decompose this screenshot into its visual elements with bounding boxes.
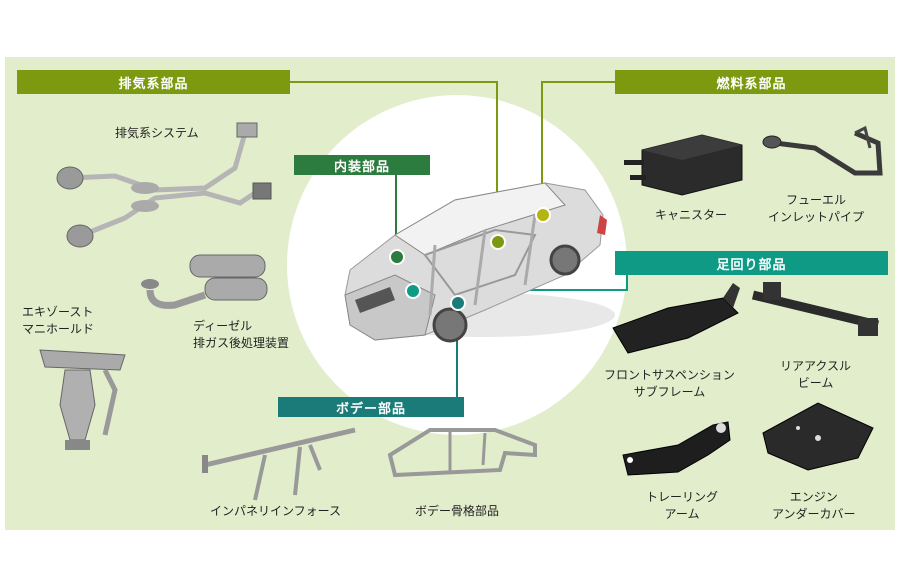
exhaust-category-header[interactable]: 排気系部品	[17, 70, 290, 94]
engine-under-cover-label-line2: アンダーカバー	[772, 507, 856, 521]
rear-axle-beam-label: リアアクスル ビーム	[780, 358, 851, 392]
rear-axle-beam-label-line2: ビーム	[797, 376, 834, 390]
car-illustration	[344, 182, 615, 343]
trailing-arm-label-line2: アーム	[664, 507, 700, 521]
engine-under-cover-label-line1: エンジン	[789, 490, 838, 504]
trailing-arm-label-line1: トレーリング	[646, 490, 719, 504]
body-dot[interactable]	[450, 295, 466, 311]
engine-under-cover-label: エンジン アンダーカバー	[772, 489, 856, 523]
exhaust-manifold-label-line2: マニホールド	[22, 322, 95, 336]
engine-under-cover-image	[762, 402, 874, 471]
exhaust-manifold-label: エキゾースト マニホールド	[22, 304, 94, 338]
diesel-aftertreatment-label-line1: ディーゼル	[193, 319, 253, 333]
fuel-dot[interactable]	[535, 207, 551, 223]
exhaust-dot[interactable]	[490, 234, 506, 250]
front-suspension-subframe-label-line2: サブフレーム	[633, 385, 706, 399]
instrument-panel-reinforcement-label: インパネリインフォース	[210, 504, 342, 518]
fuel-inlet-pipe-image	[762, 125, 883, 176]
exhaust-manifold-label-line1: エキゾースト	[22, 305, 94, 319]
chassis-dot[interactable]	[405, 283, 421, 299]
exhaust-system-label: 排気系システム	[115, 126, 199, 140]
front-suspension-subframe-image	[612, 283, 740, 354]
interior-category-header[interactable]: 内装部品	[294, 155, 430, 175]
fuel-inlet-pipe-label-line2: インレットパイプ	[768, 210, 865, 224]
trailing-arm-label: トレーリング アーム	[646, 489, 718, 523]
trailing-arm-image	[622, 421, 731, 476]
fuel-category-header[interactable]: 燃料系部品	[615, 70, 888, 94]
exhaust-system-image	[56, 122, 272, 248]
body-frame-label: ボデー骨格部品	[415, 504, 500, 518]
front-suspension-subframe-label-line1: フロントサスペンション	[604, 368, 735, 382]
instrument-panel-reinforcement-image	[202, 427, 356, 501]
canister-image	[624, 134, 743, 196]
interior-dot[interactable]	[389, 249, 405, 265]
canister-label: キャニスター	[655, 208, 728, 222]
body-frame-image	[387, 428, 537, 478]
fuel-inlet-pipe-label-line1: フューエル	[786, 193, 847, 207]
fuel-inlet-pipe-label: フューエル インレットパイプ	[768, 192, 864, 226]
diesel-aftertreatment-label: ディーゼル 排ガス後処理装置	[193, 318, 289, 352]
diesel-aftertreatment-image	[141, 254, 268, 309]
exhaust-manifold-image	[39, 349, 126, 450]
rear-axle-beam-image	[751, 282, 880, 336]
diesel-aftertreatment-label-line2: 排ガス後処理装置	[193, 336, 290, 350]
front-suspension-subframe-label: フロントサスペンション サブフレーム	[604, 367, 735, 401]
chassis-category-header[interactable]: 足回り部品	[615, 251, 888, 275]
body-category-header[interactable]: ボデー部品	[278, 397, 464, 417]
rear-axle-beam-label-line1: リアアクスル	[780, 359, 852, 373]
